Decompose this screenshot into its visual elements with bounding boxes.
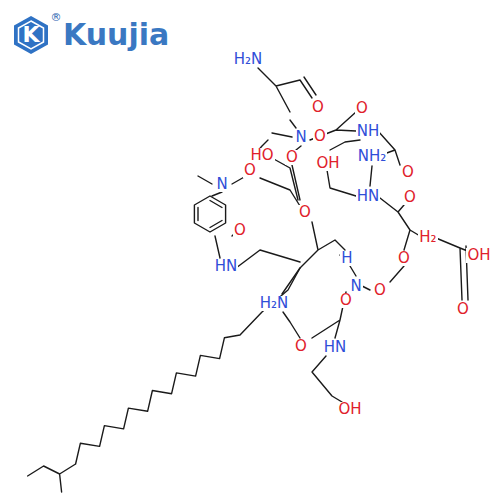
atom-label: OH <box>337 402 362 417</box>
atom-label: H₂N <box>259 296 290 311</box>
alkyl-chain <box>28 268 300 492</box>
atom-label: O <box>285 150 299 165</box>
registered-mark: ® <box>50 12 63 23</box>
atom-label: O <box>355 101 369 116</box>
atom-label: O <box>243 163 257 178</box>
atom-label: H₂ <box>418 230 437 245</box>
atom-label: N <box>294 130 307 145</box>
atom-label: O <box>403 190 417 205</box>
atom-label: O <box>339 293 353 308</box>
logo-letter: K <box>21 24 40 46</box>
atom-label: O <box>233 223 247 238</box>
atom-label: HN <box>356 189 381 204</box>
atom-label: NH₂ <box>357 149 388 164</box>
atom-label: O <box>373 283 387 298</box>
atom-label: O <box>456 302 470 317</box>
atom-label: N <box>215 177 228 192</box>
atom-label: H <box>340 251 353 266</box>
bond <box>232 176 345 338</box>
atom-label: OH <box>466 248 491 263</box>
atom-label: OH <box>315 156 340 171</box>
benzene-ring <box>194 196 225 232</box>
bond <box>380 198 470 300</box>
bond <box>258 68 316 150</box>
atom-label: O <box>397 251 411 266</box>
bond <box>310 112 400 186</box>
atom-label: O <box>294 339 308 354</box>
atom-label: HN <box>323 340 348 355</box>
bond <box>198 140 356 268</box>
logo-hexagon-inner <box>19 21 44 49</box>
atom-label: HN <box>214 259 239 274</box>
benzene-double-bonds <box>198 201 222 228</box>
atom-label: N <box>349 279 362 294</box>
atom-label: O <box>311 100 325 115</box>
atom-label: O <box>298 205 312 220</box>
brand-name: Kuujia <box>62 20 170 50</box>
atom-label: H₂N <box>233 52 264 67</box>
bond <box>232 140 360 262</box>
atom-label: O <box>401 165 415 180</box>
atom-label: NH <box>356 124 381 139</box>
atom-label: HO <box>249 148 274 163</box>
logo-hexagon <box>14 16 48 54</box>
atom-label: O <box>313 129 327 144</box>
bond <box>312 266 404 402</box>
